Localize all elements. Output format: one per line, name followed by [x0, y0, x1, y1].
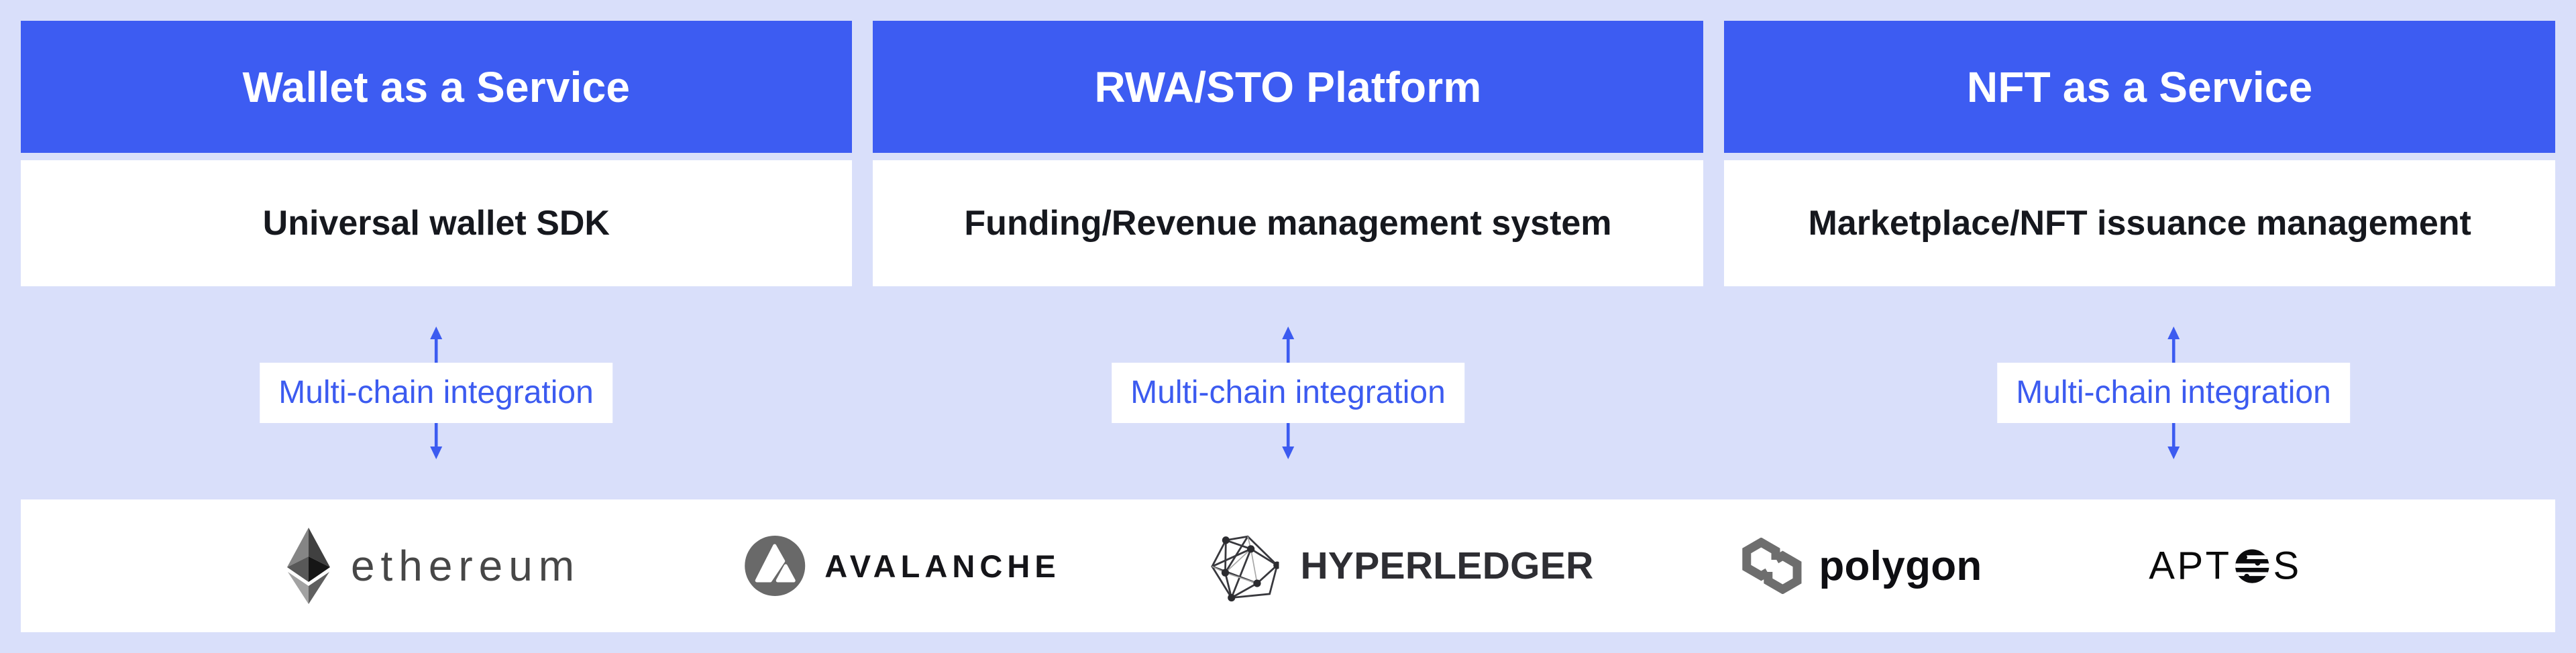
chain-logo-aptos: APT S	[2149, 544, 2301, 589]
aptos-globe-icon	[2235, 548, 2269, 583]
column-title: Wallet as a Service	[242, 62, 631, 111]
chain-logo-hyperledger: HYPERLEDGER	[1208, 529, 1593, 603]
polygon-hexagons-icon	[1742, 538, 1802, 594]
chain-logos-bar: ethereum AVALANCHE	[21, 499, 2555, 632]
arrow-down-icon	[429, 423, 442, 459]
column-card-wallet: Wallet as a Service Universal wallet SDK	[21, 21, 852, 286]
integration-connector-nft: Multi-chain integration	[1997, 325, 2350, 461]
ethereum-wordmark: ethereum	[350, 542, 581, 590]
service-cards-row: Wallet as a Service Universal wallet SDK…	[21, 21, 2555, 286]
chain-logo-polygon: polygon	[1741, 538, 1982, 594]
column-subtitle-box-wallet: Universal wallet SDK	[21, 160, 852, 286]
column-header-nft: NFT as a Service	[1724, 21, 2555, 153]
multichain-integration-label: Multi-chain integration	[1112, 363, 1464, 423]
aptos-wordmark-left: APT	[2149, 544, 2232, 588]
avalanche-wordmark: AVALANCHE	[824, 548, 1061, 584]
ethereum-diamond-icon	[286, 528, 330, 604]
column-header-wallet: Wallet as a Service	[21, 21, 852, 153]
hyperledger-mesh-icon	[1211, 535, 1279, 602]
column-subtitle: Universal wallet SDK	[262, 204, 610, 243]
arrow-up-icon	[429, 326, 442, 363]
chain-logo-ethereum: ethereum	[284, 526, 580, 605]
column-header-rwa: RWA/STO Platform	[872, 21, 1704, 153]
column-card-rwa: RWA/STO Platform Funding/Revenue managem…	[872, 21, 1704, 286]
column-subtitle-box-rwa: Funding/Revenue management system	[872, 160, 1704, 286]
column-title: RWA/STO Platform	[1094, 62, 1482, 111]
integration-connector-rwa: Multi-chain integration	[1112, 325, 1464, 461]
multichain-integration-label: Multi-chain integration	[1997, 363, 2350, 423]
column-title: NFT as a Service	[1966, 62, 2313, 111]
column-subtitle-box-nft: Marketplace/NFT issuance management	[1724, 160, 2555, 286]
arrow-up-icon	[1281, 326, 1294, 363]
integration-connector-wallet: Multi-chain integration	[260, 325, 612, 461]
arrow-down-icon	[2167, 423, 2180, 459]
chain-logo-avalanche: AVALANCHE	[744, 535, 1061, 597]
arrow-up-icon	[2167, 326, 2180, 363]
multichain-integration-label: Multi-chain integration	[260, 363, 612, 423]
arrow-down-icon	[1281, 423, 1294, 459]
polygon-wordmark: polygon	[1819, 542, 1982, 589]
column-subtitle: Funding/Revenue management system	[964, 204, 1612, 243]
column-subtitle: Marketplace/NFT issuance management	[1808, 204, 2471, 243]
column-card-nft: NFT as a Service Marketplace/NFT issuanc…	[1724, 21, 2555, 286]
hyperledger-wordmark: HYPERLEDGER	[1300, 544, 1594, 587]
integration-row: Multi-chain integration Multi-chain inte…	[21, 286, 2555, 499]
aptos-wordmark-right: S	[2273, 544, 2302, 588]
avalanche-circle-icon	[745, 536, 806, 596]
